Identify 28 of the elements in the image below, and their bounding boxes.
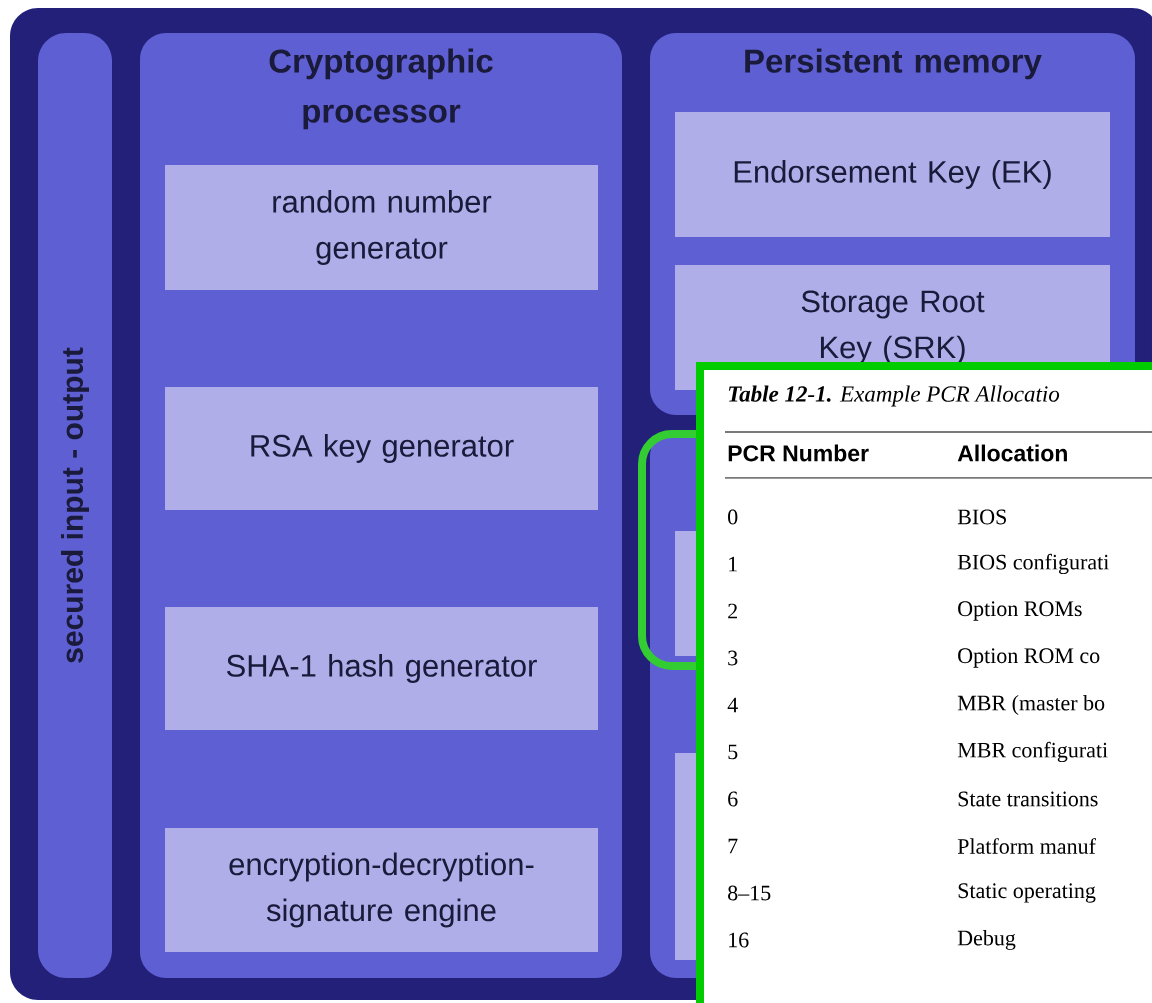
component-box: random number generator <box>165 165 598 290</box>
table-cell: 3 <box>728 650 738 666</box>
table-cell: Platform manuf <box>957 838 1096 854</box>
table-cell: MBR configurati <box>957 741 1108 763</box>
component-box: SHA-1 hash generator <box>165 607 598 730</box>
table-cell: 4 <box>727 697 738 713</box>
table-cell: Debug <box>957 930 1016 950</box>
table-cell: Static operating <box>958 883 1096 903</box>
component-box: Endorsement Key (EK) <box>675 112 1110 237</box>
table-header: PCR Number <box>728 444 869 462</box>
component-box: encryption-decryption-signature engine <box>165 828 598 952</box>
component-box: RSA key generator <box>165 387 598 510</box>
table-cell: 6 <box>728 791 738 807</box>
table-header: Allocation <box>957 444 1067 462</box>
table-cell: Option ROMs <box>958 601 1082 621</box>
table-cell: MBR (master bo <box>957 695 1105 715</box>
table-cell: 5 <box>728 744 738 760</box>
table-cell: 1 <box>729 556 737 572</box>
table-cell: State transitions <box>958 791 1098 807</box>
table-cell: BIOS <box>957 509 1006 525</box>
table-cell: 2 <box>728 603 737 619</box>
table-cell: BIOS configurati <box>957 553 1109 575</box>
table-cell: 16 <box>729 932 749 948</box>
io-strip: secured input - output <box>38 33 112 978</box>
table-cell: 7 <box>728 838 738 854</box>
table-cell: 0 <box>728 509 738 525</box>
table-cell: Option ROM co <box>958 648 1100 668</box>
table-cell: 8–15 <box>728 885 771 901</box>
